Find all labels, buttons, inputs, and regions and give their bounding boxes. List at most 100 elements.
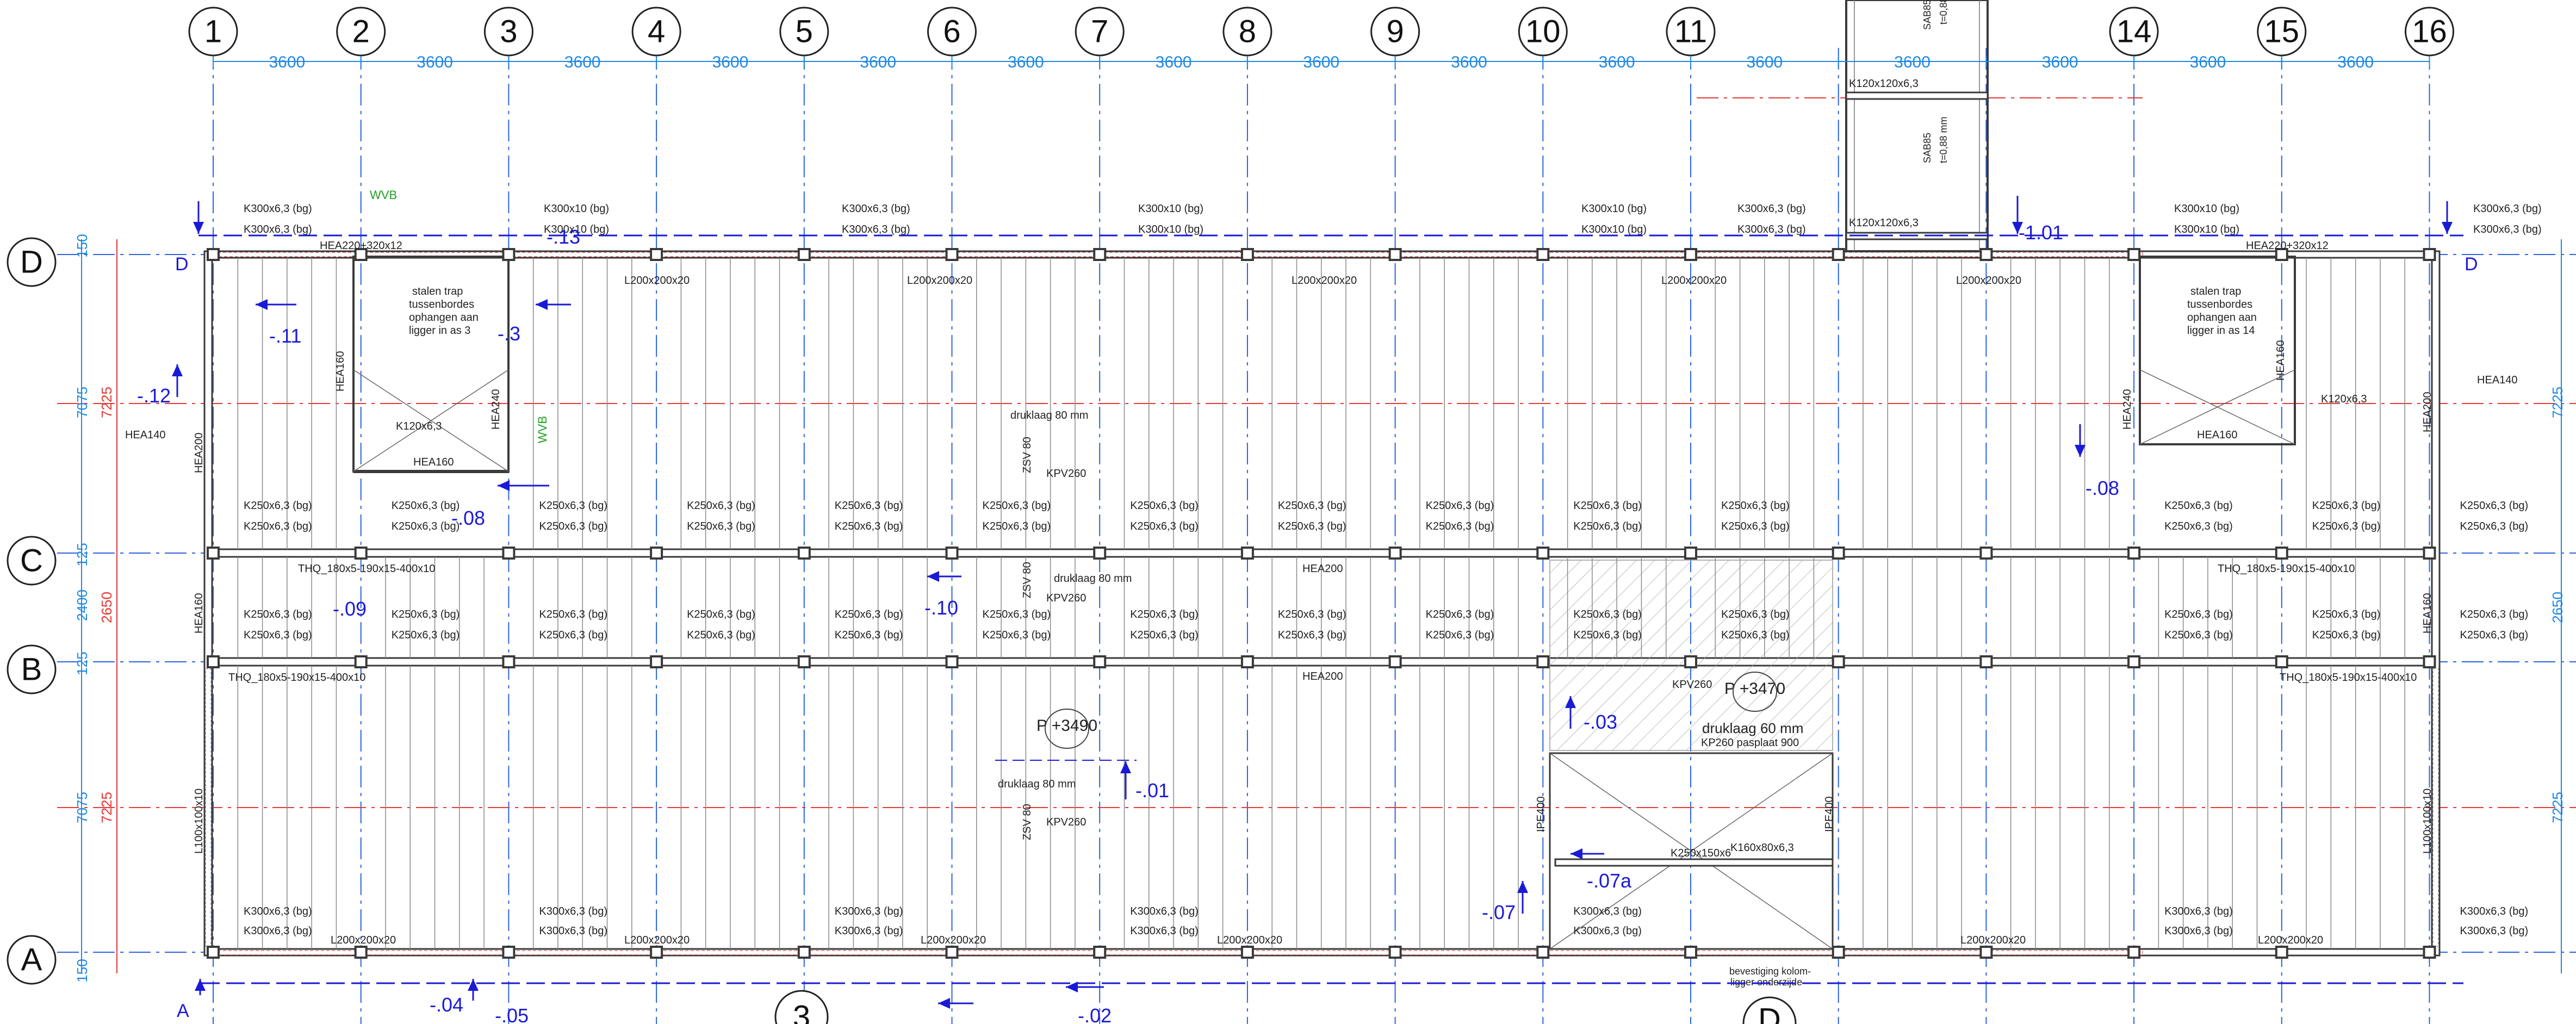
grid-bubble-label-3: 3 [500, 14, 517, 49]
label-l200-d5: L200x200x20 [1956, 275, 2021, 287]
left-inner-dimension-0: 150 [74, 234, 90, 257]
grid-bubble-label-16: 16 [2412, 14, 2447, 49]
label-hea220-left: HEA220+320x12 [320, 240, 402, 252]
column-1-a [207, 946, 220, 959]
section-3: -.3 [498, 322, 520, 345]
label-k300-a-7-0: K300x6,3 (bg) [1130, 905, 1199, 917]
stair-note-left-1: stalen trap [412, 286, 463, 297]
label-k300-d16b: K300x6,3 (bg) [2473, 224, 2542, 235]
label-k250-2-3: K250x6,3 (bg) [392, 629, 460, 641]
label-k300-d11: K300x6,3 (bg) [1737, 203, 1806, 215]
grid-bubble-5 [779, 7, 829, 57]
note-kpv260-top: KPV260 [1046, 468, 1086, 480]
note-bevestiging-1: bevestiging kolom- [1729, 966, 1811, 977]
label-l200-a4: L200x200x20 [1217, 934, 1282, 946]
label-k250-10-1: K250x6,3 (bg) [1573, 520, 1642, 532]
stair-note-left-4: ligger in as 3 [409, 325, 470, 337]
column-11-b [1684, 655, 1697, 668]
column-9-a [1388, 946, 1402, 959]
note-bevestiging-2: ligger onderzijde [1730, 977, 1802, 988]
left-inner-dimension-3: 2400 [74, 589, 90, 621]
label-l200-d2: L200x200x20 [907, 275, 972, 287]
column-14-c [2127, 547, 2141, 560]
label-k250-11-3: K250x6,3 (bg) [1721, 629, 1790, 641]
column-10-c [1536, 547, 1550, 560]
column-7-b [1093, 655, 1107, 668]
column-3-c [502, 547, 516, 560]
label-k250-5-1: K250x6,3 (bg) [835, 520, 903, 532]
label-k250-15-0: K250x6,3 (bg) [2312, 500, 2381, 512]
grid-bubble-label-11: 11 [1674, 14, 1707, 49]
grid-bubble-label-d: D [20, 245, 43, 280]
column-10-d [1536, 248, 1550, 261]
column-3-d [502, 248, 516, 261]
label-k250-6-3: K250x6,3 (bg) [983, 629, 1051, 641]
label-hea200-right: HEA200 [2422, 392, 2434, 433]
column-2-b [354, 655, 368, 668]
column-14-b [2127, 655, 2141, 668]
label-hea160-left-bc: HEA160 [193, 593, 205, 634]
grid-bubble-1 [188, 7, 238, 57]
grid-bubble-label-4: 4 [648, 14, 665, 49]
label-k250-7-0: K250x6,3 (bg) [1130, 500, 1199, 512]
note-kp260-pasplaat: KP260 pasplaat 900 [1701, 737, 1799, 749]
label-hea240-stair-left: HEA240 [490, 389, 502, 430]
column-4-a [650, 946, 663, 959]
note-kpv260-bay: KPV260 [1672, 679, 1712, 691]
label-k300-d5: K300x6,3 (bg) [842, 203, 910, 215]
grid-bubble-10 [1518, 7, 1568, 57]
column-1-b [207, 655, 220, 668]
label-k300-a-3-1: K300x6,3 (bg) [539, 925, 607, 937]
left-inner-dimension-5: 7075 [74, 792, 90, 823]
grid-bubble-label-9: 9 [1386, 14, 1404, 49]
label-k250-10-3: K250x6,3 (bg) [1573, 629, 1642, 641]
label-thq-b-left: THQ_180x5-190x15-400x10 [228, 672, 365, 684]
label-k250-1-2: K250x6,3 (bg) [244, 609, 312, 620]
section-08-right: -.08 [2085, 477, 2119, 499]
column-13-a [1979, 946, 1993, 959]
label-k120x120-bottom: K120x120x6,3 [1849, 217, 1919, 229]
column-5-c [797, 547, 811, 560]
left-inner-dimension-4: 125 [74, 651, 90, 675]
label-k250-2-2: K250x6,3 (bg) [392, 609, 460, 620]
label-k300-a-1-0: K300x6,3 (bg) [244, 905, 312, 917]
label-hea140-right: HEA140 [2477, 374, 2518, 386]
label-k300-a-1-1: K300x6,3 (bg) [244, 925, 312, 937]
label-k300-a-14-1: K300x6,3 (bg) [2164, 925, 2233, 937]
label-k250-15-1: K250x6,3 (bg) [2312, 520, 2381, 532]
section-10: -.10 [924, 597, 958, 619]
column-3-b [502, 655, 516, 668]
label-ipe400-right: IPE400 [1823, 796, 1835, 832]
grid-bubble-label-10: 10 [1525, 14, 1561, 49]
column-4-d [650, 248, 663, 261]
section-13: -.13 [547, 226, 580, 248]
label-k300x10-d10: K300x10 (bg) [1581, 203, 1647, 215]
column-9-c [1388, 547, 1402, 560]
label-k250-4-1: K250x6,3 (bg) [687, 520, 755, 532]
structural-frame [203, 0, 2441, 957]
label-k250-6-1: K250x6,3 (bg) [983, 520, 1051, 532]
stair-note-right-1: stalen trap [2190, 286, 2241, 297]
right-dimension-0: 7225 [2549, 387, 2566, 418]
grid-bubble-label-14: 14 [2116, 14, 2152, 49]
grid-bubble-label-c: C [20, 543, 43, 579]
label-k250-1-0: K250x6,3 (bg) [244, 500, 312, 512]
grid-bubble-9 [1370, 7, 1420, 57]
label-hea160-stair-left: HEA160 [334, 351, 346, 392]
column-8-a [1240, 946, 1254, 959]
label-l100-right: L100x100x10 [2422, 789, 2434, 854]
grid-bubble-6 [927, 7, 977, 57]
floor-joists [237, 258, 2405, 949]
left-inner-dimension-2: 125 [74, 543, 90, 566]
left-dimensions: 1507075125240012570751507225265072257225… [74, 234, 2566, 982]
grid-bubble-14 [2109, 7, 2159, 57]
label-k250-1-3: K250x6,3 (bg) [244, 629, 312, 641]
label-k300-a-16-1: K300x6,3 (bg) [2460, 925, 2529, 937]
note-kpv260-bottom: KPV260 [1046, 816, 1086, 828]
column-13-c [1979, 547, 1993, 560]
label-k300x10-d10b: K300x10 (bg) [1581, 224, 1647, 235]
label-l200-a6: L200x200x20 [2258, 934, 2323, 946]
grid-bubble-3 [483, 7, 533, 57]
label-k300-a-5-0: K300x6,3 (bg) [835, 905, 903, 917]
